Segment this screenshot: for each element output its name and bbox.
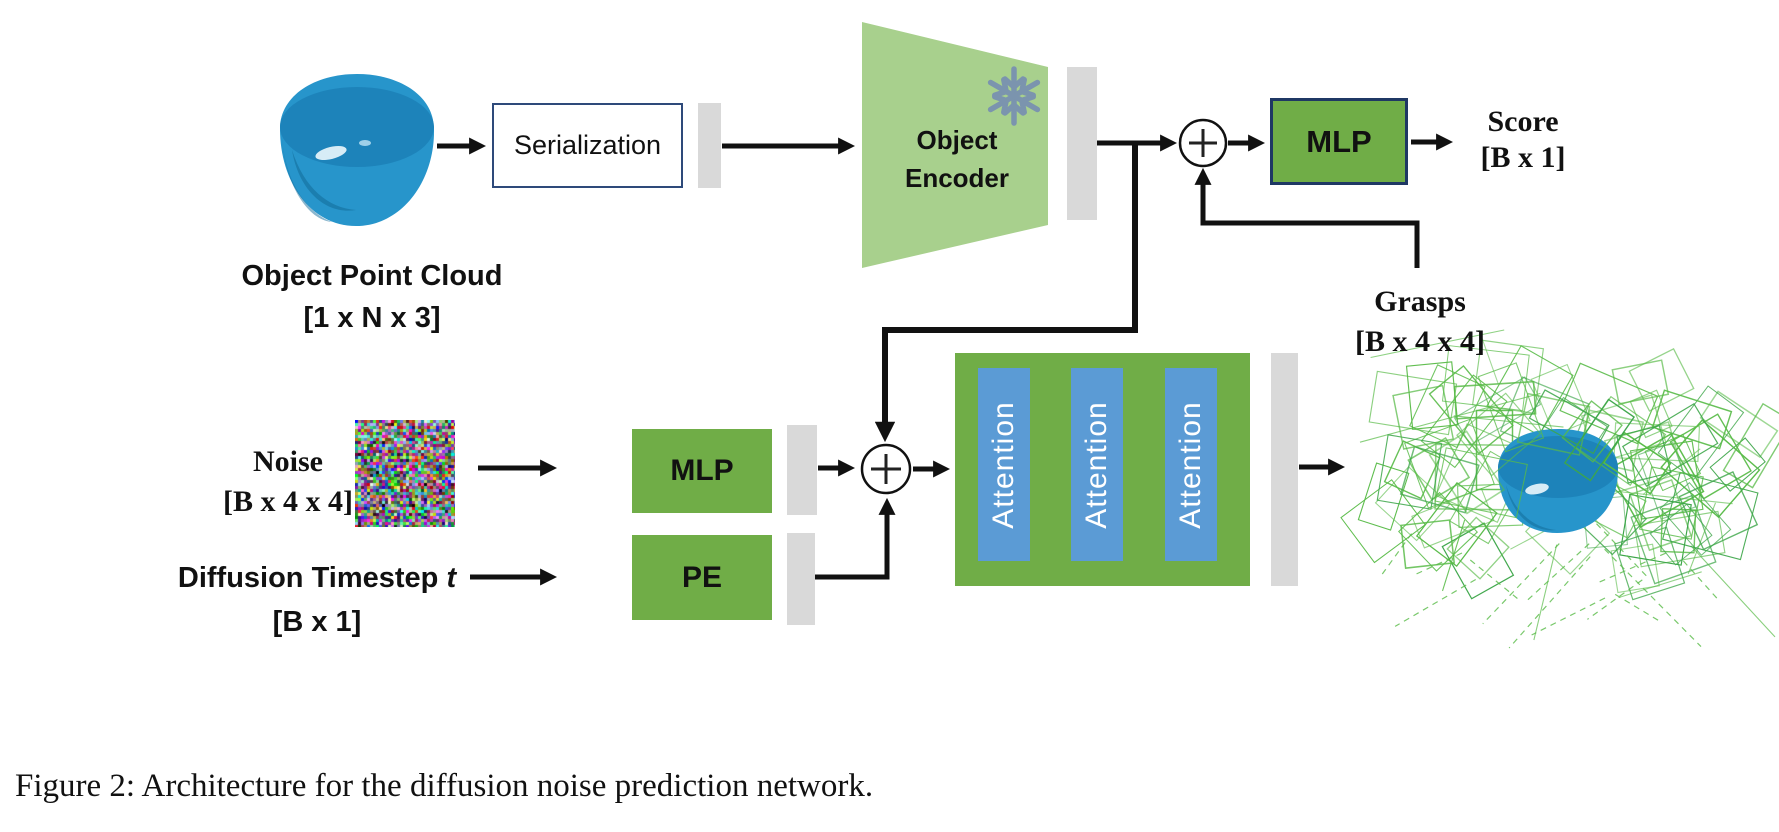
feature-bar-pe <box>787 533 815 625</box>
serialization-block: Serialization <box>492 103 683 188</box>
snowflake-icon <box>987 66 1041 126</box>
feature-bar-encoder <box>1067 67 1097 220</box>
grasps-input-label: Grasps [B x 4 x 4] <box>1355 285 1485 358</box>
object-point-cloud-label: Object Point Cloud [1 x N x 3] <box>241 260 503 334</box>
feature-bar-serialization <box>698 103 721 188</box>
grasp-lines-front <box>1340 359 1779 649</box>
noise-mlp-block: MLP <box>632 429 772 513</box>
object-bowl-image <box>280 74 435 226</box>
arrow-grasps-to-plus <box>1194 167 1420 268</box>
feature-bar-attention <box>1271 353 1298 586</box>
feature-bar-noise-mlp <box>787 425 817 515</box>
score-output-label: Score [B x 1] <box>1480 105 1566 174</box>
positional-encoding-block: PE <box>632 535 772 620</box>
score-mlp-block: MLP <box>1270 98 1408 185</box>
attention-block-3: Attention <box>1165 368 1217 561</box>
diffusion-timestep-label: Diffusion Timestep t [B x 1] <box>177 562 457 638</box>
pe-label: PE <box>681 560 723 594</box>
noise-image <box>355 420 455 527</box>
score-mlp-label: MLP <box>1306 123 1372 159</box>
arrow-encoder-branch-to-bottom-plus <box>874 143 1138 443</box>
arrow-pe-to-bottom-plus <box>815 497 896 580</box>
attention-block-1: Attention <box>978 368 1030 561</box>
figure-caption: Figure 2: Architecture for the diffusion… <box>15 768 874 804</box>
add-operator-icon-top <box>1178 118 1228 168</box>
grasp-bowl-image <box>1498 429 1618 533</box>
add-operator-icon-bottom <box>860 443 912 495</box>
attention-block-2: Attention <box>1071 368 1123 561</box>
object-encoder-label: Object Encoder <box>904 125 1010 193</box>
noise-input-label: Noise [B x 4 x 4] <box>223 445 353 518</box>
object-encoder-shape <box>862 22 1048 268</box>
serialization-label: Serialization <box>513 130 662 160</box>
noise-mlp-label: MLP <box>670 454 734 487</box>
